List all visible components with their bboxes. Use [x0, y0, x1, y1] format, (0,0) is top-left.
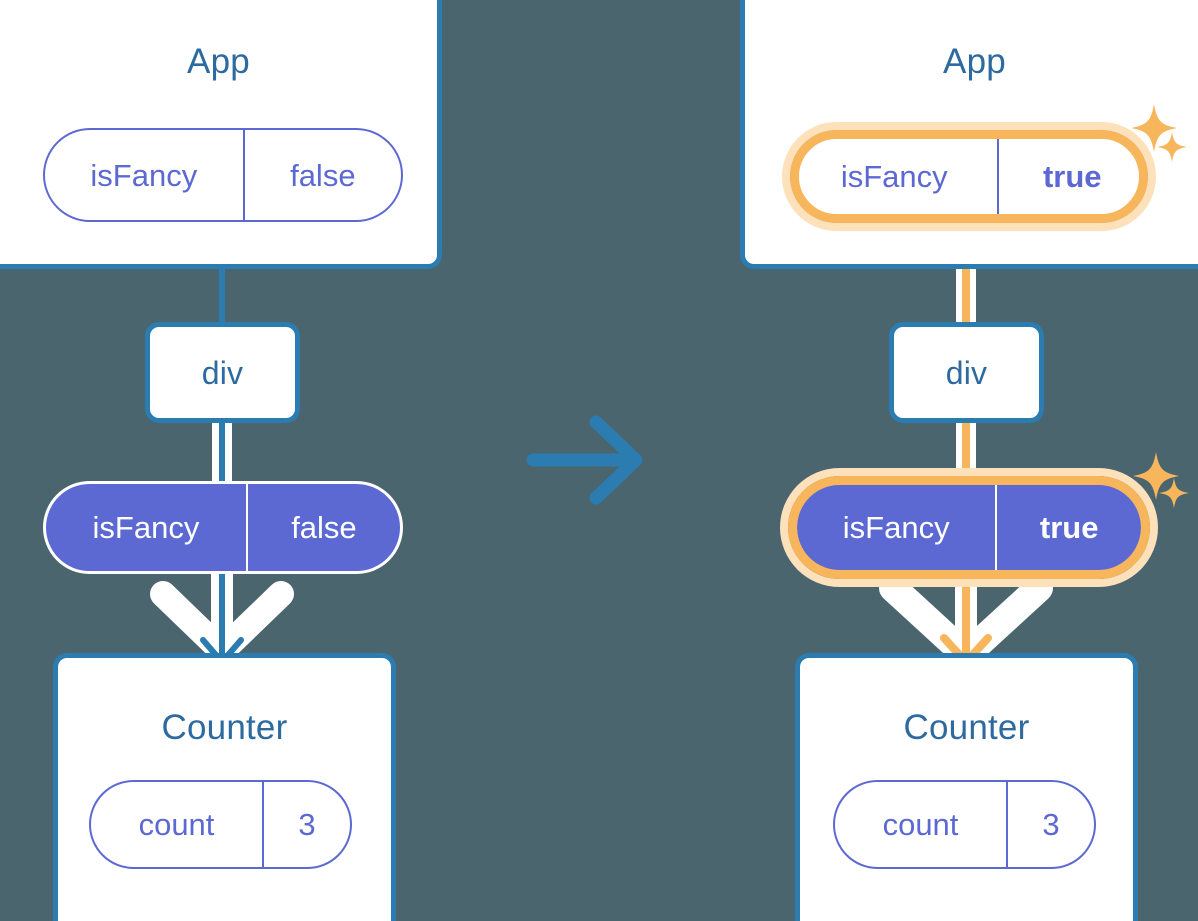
prop-pill-after[interactable]: isFancy true	[794, 481, 1144, 574]
pill-value: false	[245, 484, 400, 571]
pill-value: false	[242, 130, 401, 220]
pill-key: isFancy	[840, 159, 948, 194]
counter-state-pill-before[interactable]: count 3	[89, 780, 352, 869]
pill-key: count	[138, 807, 215, 842]
counter-card-title: Counter	[161, 708, 288, 747]
div-card-before: div	[145, 322, 300, 423]
app-card-title: App	[187, 42, 250, 81]
arrow-prop-to-counter-left	[200, 572, 244, 665]
pill-key: count	[882, 807, 959, 842]
arrow-prop-to-counter-casing-right	[879, 561, 1053, 669]
counter-state-pill-after[interactable]: count 3	[833, 780, 1096, 869]
div-card-after: div	[889, 322, 1044, 423]
div-card-label: div	[201, 354, 244, 391]
div-card-label: div	[945, 354, 988, 391]
transition-right-arrow-icon	[526, 415, 643, 505]
pill-value: true	[995, 484, 1141, 571]
counter-card-title: Counter	[903, 708, 1030, 747]
app-card-title: App	[943, 42, 1006, 81]
prop-pill-before[interactable]: isFancy false	[43, 481, 403, 574]
app-state-pill-before[interactable]: isFancy false	[43, 128, 403, 222]
pill-value: 3	[1006, 782, 1094, 867]
pill-key: isFancy	[90, 157, 198, 193]
sparkle-large-mid-icon	[1133, 452, 1179, 500]
arrow-prop-to-counter-casing-left	[150, 561, 294, 664]
pill-value: true	[996, 132, 1146, 221]
pill-key: isFancy	[92, 510, 200, 545]
pill-key: isFancy	[842, 510, 950, 545]
arrow-prop-to-counter-right	[940, 572, 992, 666]
pill-value: 3	[262, 782, 350, 867]
app-state-pill-after[interactable]: isFancy true	[790, 130, 1148, 223]
sparkle-small-mid-icon	[1159, 478, 1189, 508]
